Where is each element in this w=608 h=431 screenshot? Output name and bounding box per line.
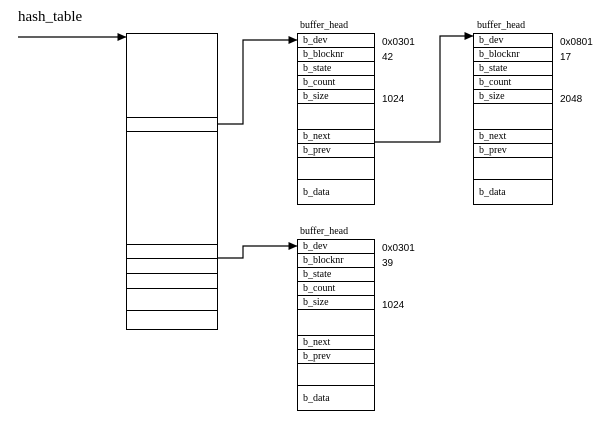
hash-table-divider-4 [126,258,218,259]
bh1-row-b_state: b_state [298,62,374,76]
bh3-row-b_next: b_next [298,336,374,350]
bh3-box: b_dev b_blocknr b_state b_count b_size b… [297,239,375,411]
hash-table-divider-1 [126,117,218,118]
arrow-slot3-to-bh3 [218,242,298,259]
bh2-box: b_dev b_blocknr b_state b_count b_size b… [473,33,553,205]
bh1-row-b_size: b_size [298,90,374,104]
bh1-row-b_prev: b_prev [298,144,374,158]
bh2-row-b_dev: b_dev [474,34,552,48]
bh2-row-blank-2 [474,158,552,180]
bh2-row-b_next: b_next [474,130,552,144]
bh1-row-b_data: b_data [303,186,330,198]
bh1-value-b_blocknr: 42 [382,52,394,63]
bh2-row-b_blocknr: b_blocknr [474,48,552,62]
arrow-slot1-to-bh1 [218,36,298,125]
bh3-row-b_blocknr: b_blocknr [298,254,374,268]
hash-table-divider-7 [126,310,218,311]
bh3-row-b_data: b_data [303,392,330,404]
bh3-value-b_blocknr: 39 [382,258,394,269]
bh2-title: buffer_head [477,20,526,31]
bh2-row-b_state: b_state [474,62,552,76]
bh2-row-b_size: b_size [474,90,552,104]
hash-table-divider-2 [126,131,218,132]
bh3-value-b_size: 1024 [382,300,405,311]
bh2-value-b_size: 2048 [560,94,583,105]
bh3-row-b_state: b_state [298,268,374,282]
hash-table-box [126,33,218,330]
bh2-value-b_blocknr: 17 [560,52,572,63]
bh1-row-b_blocknr: b_blocknr [298,48,374,62]
bh2-row-b_count: b_count [474,76,552,90]
bh3-row-b_dev: b_dev [298,240,374,254]
hash-table-label: hash_table [18,9,83,25]
bh1-row-blank-2 [298,158,374,180]
bh2-value-b_dev: 0x0801 [560,37,593,48]
bh2-row-b_prev: b_prev [474,144,552,158]
bh3-row-b_prev: b_prev [298,350,374,364]
hash-table-divider-3 [126,244,218,245]
hash-table-divider-5 [126,273,218,274]
bh3-row-blank-2 [298,364,374,386]
hash-table-divider-6 [126,288,218,289]
bh1-title: buffer_head [300,20,349,31]
bh3-row-blank-1 [298,310,374,336]
bh2-row-b_data: b_data [479,186,506,198]
bh1-row-blank-1 [298,104,374,130]
bh3-value-b_dev: 0x0301 [382,243,415,254]
bh1-row-b_dev: b_dev [298,34,374,48]
bh2-row-blank-1 [474,104,552,130]
bh3-row-b_size: b_size [298,296,374,310]
bh1-row-b_next: b_next [298,130,374,144]
bh1-row-b_count: b_count [298,76,374,90]
bh3-row-b_count: b_count [298,282,374,296]
bh3-title: buffer_head [300,226,349,237]
bh1-value-b_dev: 0x0301 [382,37,415,48]
bh1-box: b_dev b_blocknr b_state b_count b_size b… [297,33,375,205]
bh1-value-b_size: 1024 [382,94,405,105]
